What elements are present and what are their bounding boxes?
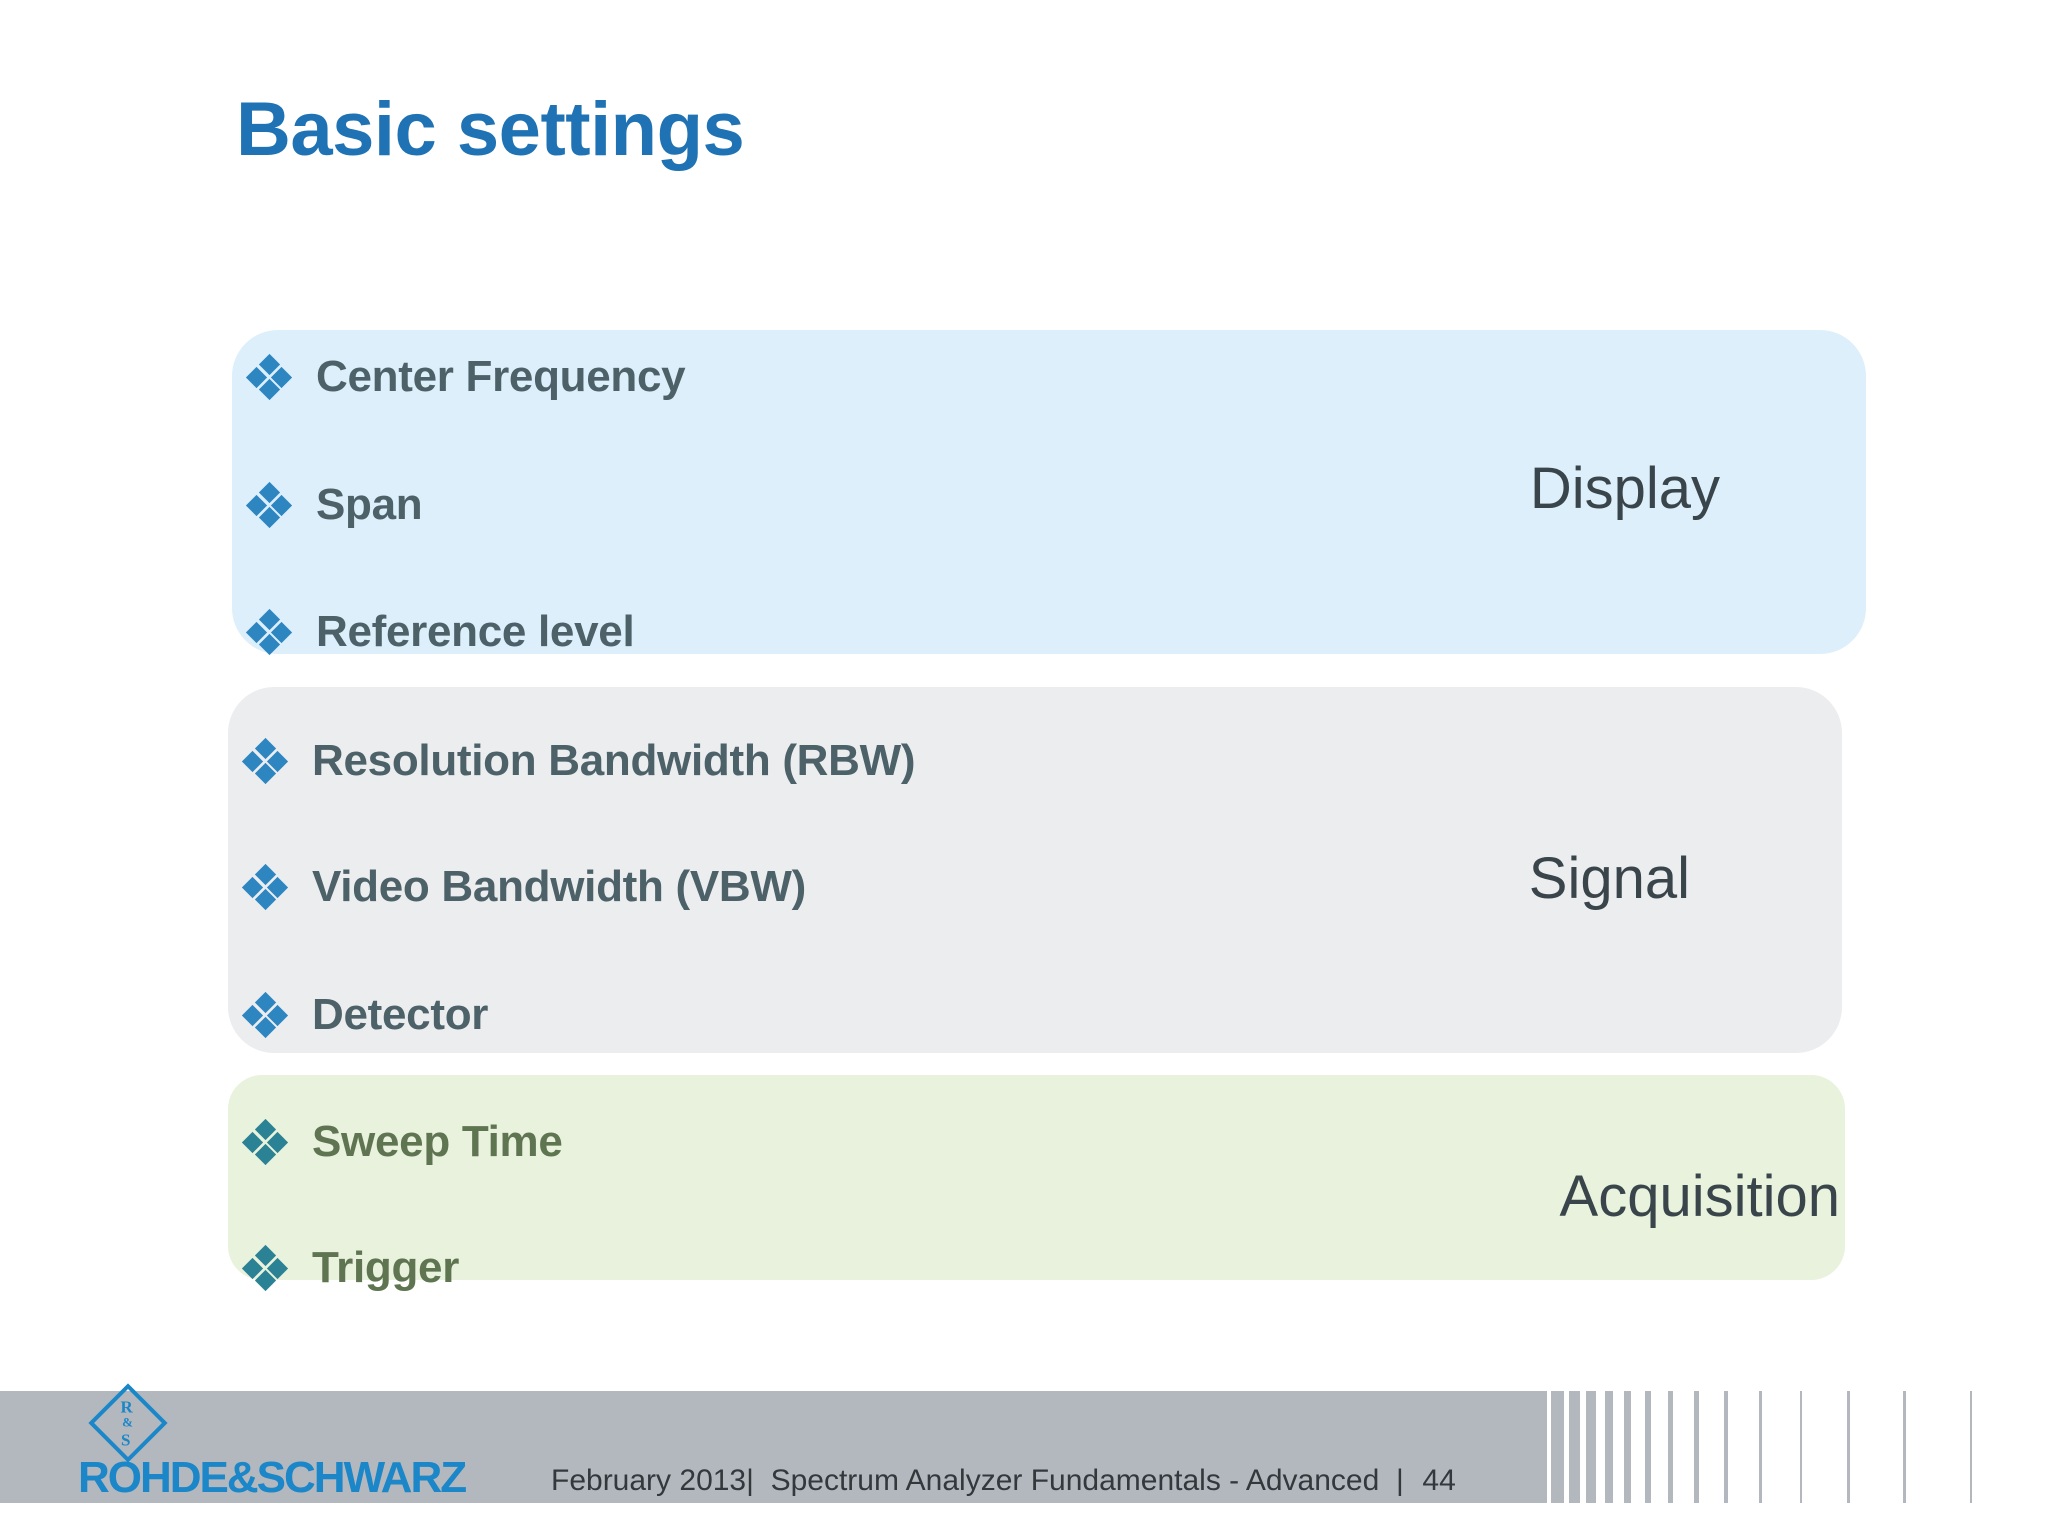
footer-separator: | (1395, 1464, 1406, 1497)
diamond-cluster-icon (241, 1244, 289, 1292)
bullet-label: Video Bandwidth (VBW) (312, 862, 806, 911)
rs-diamond-icon: R & S (88, 1383, 168, 1463)
list-item: Sweep Time (241, 1117, 563, 1167)
footer-meta: February 2013| Spectrum Analyzer Fundame… (551, 1464, 1456, 1498)
footer-stripe-decoration (1532, 1391, 2048, 1503)
footer-band (0, 1391, 1532, 1503)
diamond-cluster-icon (245, 481, 293, 529)
panel-signal (228, 687, 1842, 1053)
group-caption-acquisition: Acquisition (1559, 1164, 1840, 1229)
group-caption-signal: Signal (1528, 846, 1690, 911)
logo-letter-amp: & (122, 1414, 134, 1430)
diamond-cluster-icon (245, 608, 293, 656)
diamond-cluster-icon (241, 991, 289, 1039)
rohde-schwarz-logo: R & S ROHDE&SCHWARZ (78, 1383, 548, 1502)
footer-deck-title: Spectrum Analyzer Fundamentals - Advance… (770, 1464, 1380, 1497)
bullet-label: Detector (312, 990, 489, 1039)
diamond-cluster-icon (245, 353, 293, 401)
footer-page-number: 44 (1422, 1464, 1456, 1497)
panel-display (232, 330, 1866, 654)
diamond-cluster-icon (241, 1118, 289, 1166)
bullet-label: Resolution Bandwidth (RBW) (312, 736, 916, 785)
bullet-label: Sweep Time (312, 1117, 563, 1166)
list-item: Trigger (241, 1243, 460, 1293)
bullet-label: Trigger (312, 1243, 460, 1292)
list-item: Video Bandwidth (VBW) (241, 862, 806, 912)
list-item: Reference level (245, 607, 635, 657)
bullet-label: Reference level (316, 607, 635, 656)
page-title: Basic settings (236, 87, 745, 172)
list-item: Resolution Bandwidth (RBW) (241, 736, 916, 786)
diamond-cluster-icon (241, 737, 289, 785)
logo-letter-s: S (120, 1430, 131, 1450)
list-item: Span (245, 480, 423, 530)
list-item: Center Frequency (245, 352, 686, 402)
panel-acquisition (228, 1075, 1845, 1280)
footer-date: February 2013| (551, 1464, 754, 1497)
list-item: Detector (241, 990, 489, 1040)
diamond-cluster-icon (241, 863, 289, 911)
bullet-label: Span (316, 480, 423, 529)
logo-wordmark: ROHDE&SCHWARZ (78, 1453, 467, 1502)
bullet-label: Center Frequency (316, 352, 686, 401)
group-caption-display: Display (1529, 456, 1720, 521)
